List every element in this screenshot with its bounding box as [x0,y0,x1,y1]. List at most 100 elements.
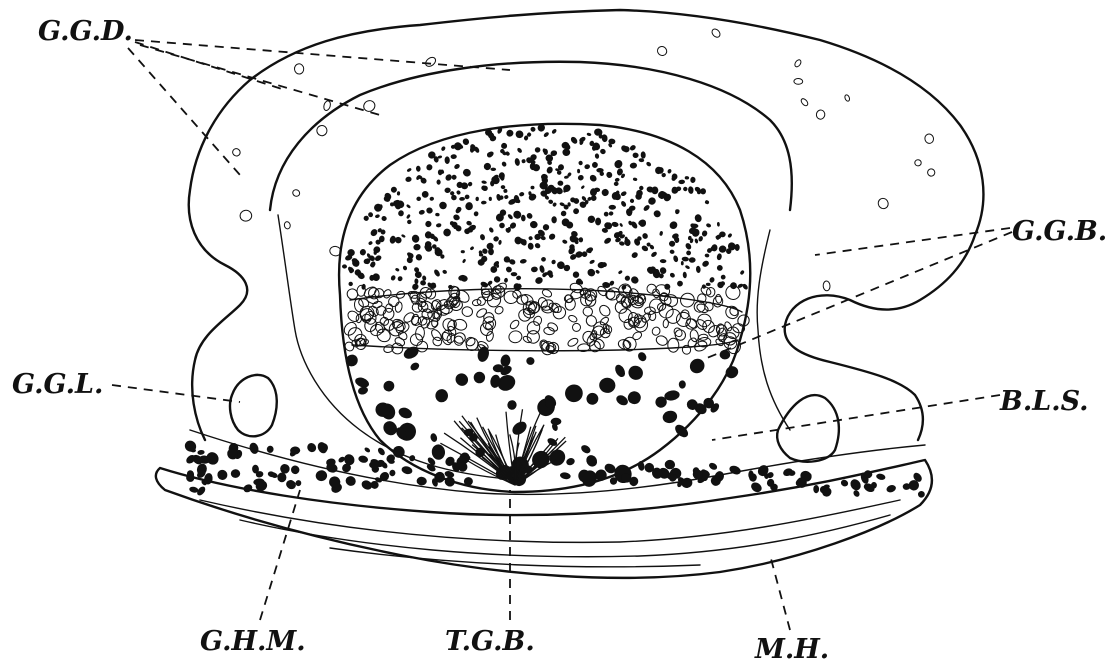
cell-nucleus [388,460,395,464]
cell-nucleus [416,166,421,172]
leader-ghm [260,490,300,620]
cell-nucleus [498,222,506,230]
cell-nucleus [462,137,471,146]
leader-ggb-1 [815,228,1010,255]
cell-nucleus [316,124,329,137]
cell-nucleus [567,246,576,256]
cell-nucleus [488,227,494,234]
cell-nucleus [397,275,403,282]
cell-nucleus [452,213,460,221]
cell-nucleus [485,331,494,342]
cell-nucleus [885,484,896,494]
cell-nucleus [183,438,199,454]
cell-nucleus [557,180,563,186]
cell-nucleus [462,258,467,263]
cell-nucleus [436,179,440,184]
middle-cell-layer [342,281,752,357]
cell-nucleus [660,259,667,263]
cell-nucleus [620,190,627,196]
cell-nucleus [504,194,509,199]
cell-nucleus [546,166,554,175]
cell-nucleus [407,220,411,224]
lamella-line-2 [240,515,890,557]
cell-nucleus [453,163,460,170]
cell-nucleus [507,399,518,410]
cell-nucleus [578,160,583,165]
cell-nucleus [481,180,487,184]
cell-nucleus [526,212,534,220]
cell-nucleus [633,177,638,181]
label-mh: M.H. [754,634,829,665]
cell-nucleus [685,176,690,180]
cell-nucleus [431,444,446,461]
cell-nucleus [197,450,205,456]
cell-nucleus [924,133,935,145]
cell-nucleus [344,474,357,487]
cell-nucleus [694,238,699,244]
cell-nucleus [800,97,809,106]
leader-ggd-4 [128,48,240,175]
cell-nucleus [840,479,849,488]
cell-nucleus [462,168,473,178]
cell-nucleus [381,215,388,222]
cell-nucleus [611,221,619,227]
cell-nucleus [655,334,669,347]
cell-nucleus [482,311,496,325]
cell-nucleus [521,159,526,164]
cell-nucleus [630,199,634,203]
cell-nucleus [681,344,692,355]
cell-nucleus [567,337,580,348]
cell-nucleus [444,156,450,164]
cell-nucleus [430,432,439,442]
cell-nucleus [716,253,722,261]
cell-nucleus [390,186,398,194]
cell-nucleus [520,258,528,264]
cell-nucleus [647,196,657,206]
cell-nucleus [669,249,675,254]
cell-nucleus [614,393,629,407]
cell-nucleus [474,372,485,384]
cell-nucleus [572,271,579,278]
cell-nucleus [706,283,711,286]
cell-nucleus [248,442,260,455]
left-lateral-lobe [230,375,277,436]
cell-nucleus [389,469,396,477]
cell-nucleus [926,168,936,178]
cell-nucleus [661,409,678,425]
cell-nucleus [542,223,551,232]
cell-nucleus [589,259,596,265]
cell-nucleus [848,477,862,492]
cell-nucleus [509,319,521,331]
cell-nucleus [414,278,418,284]
cell-nucleus [406,214,411,220]
label-ghm: G.H.M. [200,626,306,657]
cell-nucleus [521,215,526,222]
cell-nucleus [511,272,518,276]
cell-nucleus [284,221,291,229]
outer-membrane-outline [189,10,984,440]
cell-nucleus [584,391,600,407]
cell-nucleus [442,269,448,274]
cell-nucleus [586,132,591,136]
cell-nucleus [683,272,687,279]
leader-ggd-1 [135,40,510,70]
cell-nucleus [602,281,611,288]
cell-nucleus [422,275,427,281]
cell-nucleus [642,204,650,212]
cell-nucleus [381,418,400,438]
cell-nucleus [694,213,703,222]
cell-nucleus [530,221,539,229]
cell-nucleus [397,210,404,217]
cell-nucleus [425,163,433,171]
cell-nucleus [638,158,644,162]
cell-nucleus [613,158,624,169]
cell-nucleus [435,389,449,403]
cell-nucleus [402,265,408,271]
cell-nucleus [401,465,414,475]
fibre [459,421,515,485]
cell-nucleus [609,205,616,210]
cell-nucleus [709,276,716,283]
cell-nucleus [242,483,254,494]
cell-nucleus [444,187,451,193]
cell-nucleus [501,161,507,168]
